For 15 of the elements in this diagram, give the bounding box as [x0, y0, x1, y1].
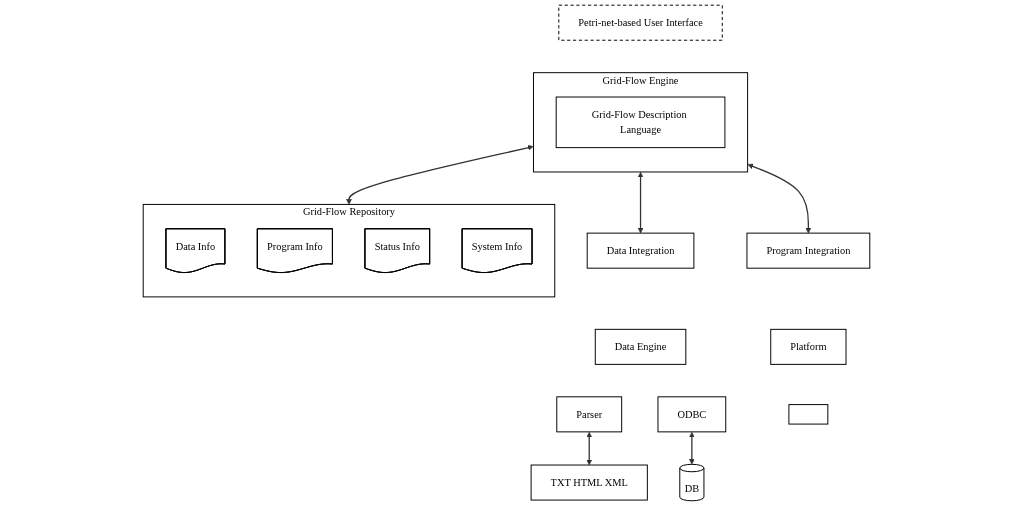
node-box: Petri-net-based User Interface [558, 4, 723, 41]
arrow [637, 171, 644, 234]
node-box: TXT HTML XML [530, 464, 648, 501]
node-box: ODBC [657, 396, 727, 433]
node-box [788, 404, 829, 425]
arrow [586, 431, 593, 466]
node-box: Grid-Flow Description Language [555, 96, 726, 149]
node-box: Data Integration [586, 232, 695, 269]
arrow [689, 431, 695, 465]
node-box: Data Engine [594, 328, 687, 365]
node-box: Platform [770, 328, 847, 365]
node-box: Parser [556, 396, 623, 433]
arrow [747, 163, 812, 234]
node-box: Program Integration [746, 232, 871, 269]
arrow [346, 144, 534, 205]
